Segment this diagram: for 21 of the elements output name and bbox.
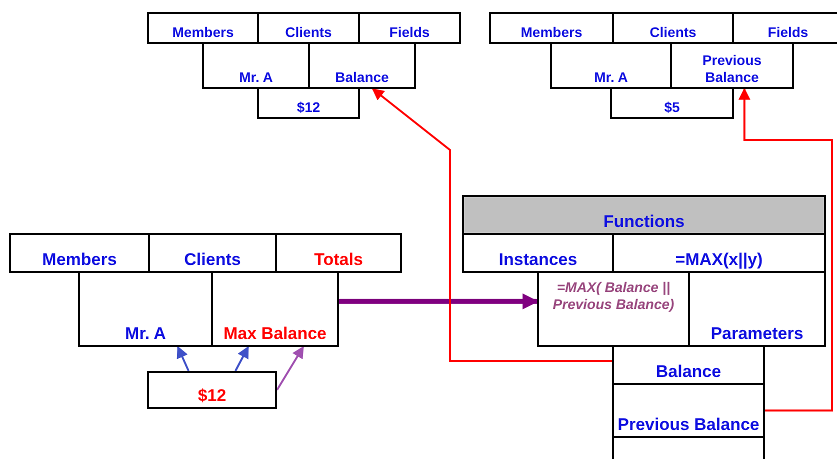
value-cell: $5 [610,87,734,119]
field-cell: Max Balance [211,271,339,347]
table-cell [612,436,765,459]
section-header: Functions [462,195,826,235]
column-header: Members [9,233,150,273]
arrow [176,346,190,372]
parameter-cell: Previous Balance [612,383,765,438]
arrow [738,88,833,412]
arrow [372,88,612,362]
parameter-cell: Balance [612,345,765,385]
row-header: Mr. A [78,271,213,347]
arrow [339,293,539,310]
arrow [276,346,304,391]
column-header: Totals [275,233,402,273]
value-cell: $12 [147,371,277,409]
value-cell: $12 [257,87,360,119]
column-header: Members [489,12,614,44]
column-header: Fields [358,12,461,44]
column-header: Fields [732,12,837,44]
arrow [234,346,249,372]
column-header: Members [147,12,259,44]
